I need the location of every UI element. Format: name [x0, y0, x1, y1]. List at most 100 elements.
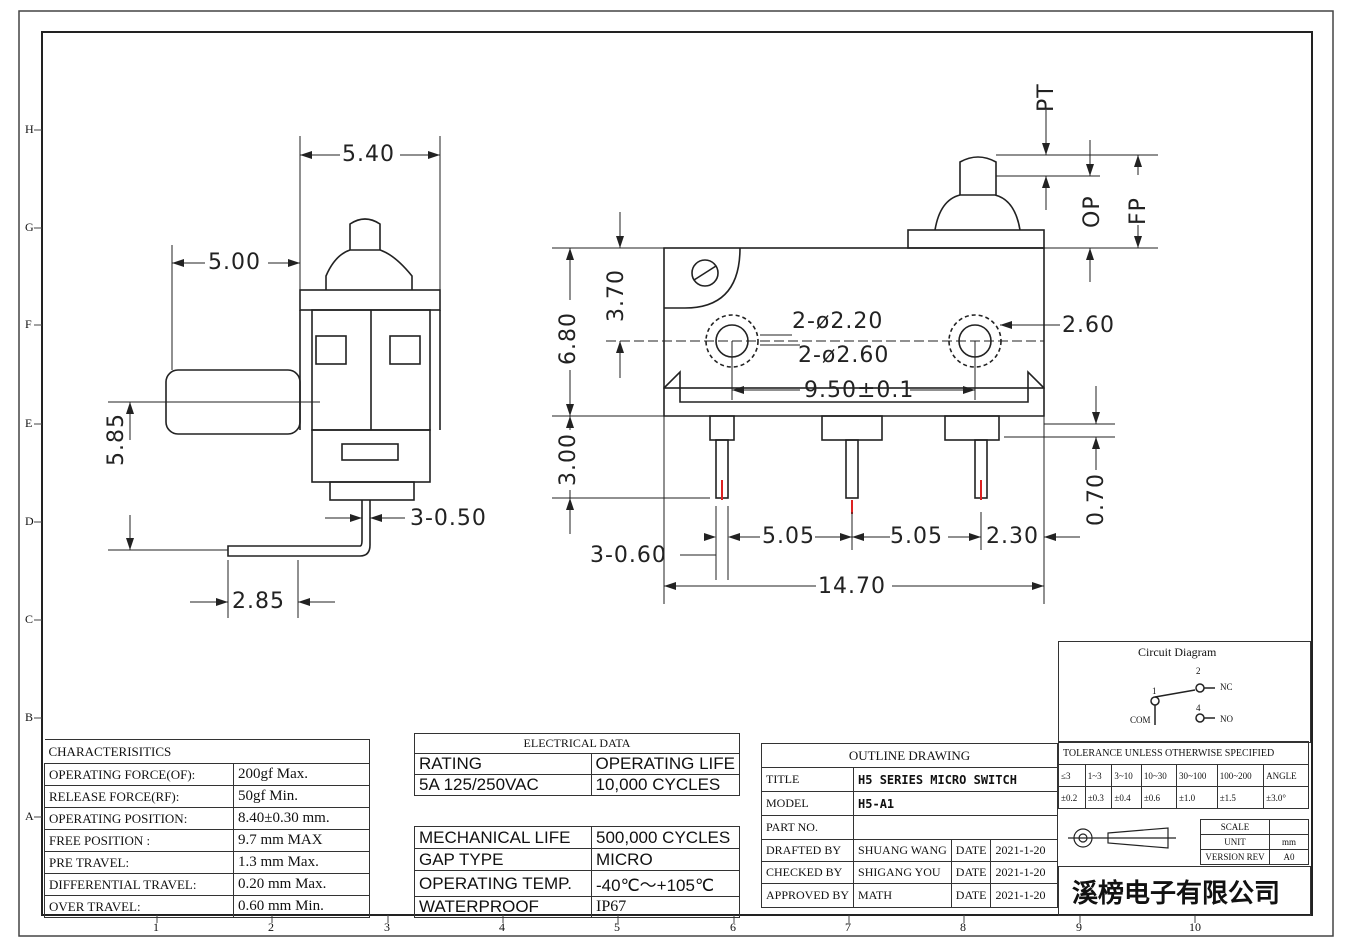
side-top-band	[299, 289, 441, 311]
char-label: OVER TRAVEL:	[44, 895, 234, 918]
life-value: 10,000 CYCLES	[590, 774, 740, 796]
date-label: DATE	[950, 883, 992, 908]
drafted-label: DRAFTED BY	[760, 839, 855, 862]
col-label-4: 4	[499, 920, 505, 934]
col-label-1: 1	[153, 920, 159, 934]
dim-2-60: 2.60	[1062, 313, 1115, 338]
tol-value: ±0.3	[1084, 786, 1113, 809]
tol-value: ±1.5	[1216, 786, 1265, 809]
side-lower-body	[311, 429, 431, 483]
title-value: H5 SERIES MICRO SWITCH	[853, 767, 1058, 792]
drafted-date: 2021-1-20	[990, 839, 1058, 862]
dim-3-70: 3.70	[604, 269, 629, 322]
projection-symbol-icon	[1068, 827, 1176, 849]
version-value: A0	[1269, 849, 1309, 865]
char-value: 50gf Min.	[233, 785, 370, 808]
elec-label: GAP TYPE	[414, 848, 592, 871]
unit-label: UNIT	[1200, 834, 1270, 850]
col-label-3: 3	[384, 920, 390, 934]
elec-value: IP67	[591, 896, 740, 918]
elec-label: MECHANICAL LIFE	[414, 826, 592, 849]
unit-value: mm	[1269, 834, 1309, 850]
dim-3-0-50: 3-0.50	[410, 506, 487, 531]
tol-value: ±0.6	[1140, 786, 1177, 809]
circuit-com-label: COM	[1130, 715, 1151, 725]
char-label: OPERATING POSITION:	[44, 807, 234, 830]
col-label-6: 6	[730, 920, 736, 934]
char-value: 1.3 mm Max.	[233, 851, 370, 874]
company-box	[1058, 866, 1311, 916]
dim-5-00: 5.00	[208, 250, 261, 275]
row-label-d: D	[25, 514, 34, 528]
char-value: 8.40±0.30 mm.	[233, 807, 370, 830]
rating-value: 5A 125/250VAC	[414, 774, 592, 796]
char-value: 0.60 mm Min.	[233, 895, 370, 918]
tol-range: 1~3	[1084, 764, 1113, 787]
tol-range: 10~30	[1140, 764, 1177, 787]
side-plunger-boot	[325, 249, 413, 290]
tolerance-title: TOLERANCE UNLESS OTHERWISE SPECIFIED	[1058, 741, 1309, 765]
drafted-value: SHUANG WANG	[853, 839, 952, 862]
rating-label: RATING	[414, 753, 592, 775]
circuit-title: Circuit Diagram	[1138, 645, 1217, 659]
tol-range: 100~200	[1216, 764, 1265, 787]
version-label: VERSION REV	[1200, 849, 1270, 865]
dim-2-30: 2.30	[986, 524, 1039, 549]
char-label: OPERATING FORCE(OF):	[44, 763, 234, 786]
side-dim-arrows	[126, 151, 440, 606]
life-label: OPERATING LIFE	[590, 753, 740, 775]
tolerance-table: TOLERANCE UNLESS OTHERWISE SPECIFIED ≤3 …	[1058, 741, 1309, 809]
char-value: 200gf Max.	[233, 763, 370, 786]
approved-label: APPROVED BY	[760, 883, 855, 908]
characteristics-table: CHARACTERISITICS OPERATING FORCE(OF):200…	[44, 739, 370, 918]
dim-14-70: 14.70	[818, 574, 886, 599]
front-dim-arrows	[566, 143, 1142, 590]
row-label-c: C	[25, 612, 34, 626]
col-label-7: 7	[845, 920, 851, 934]
char-value: 9.7 mm MAX	[233, 829, 370, 852]
col-label-5: 5	[614, 920, 620, 934]
char-label: DIFFERENTIAL TRAVEL:	[44, 873, 234, 896]
date-label: DATE	[950, 861, 992, 884]
side-slot	[341, 443, 399, 461]
row-label-f: F	[25, 317, 32, 331]
char-label: RELEASE FORCE(RF):	[44, 785, 234, 808]
char-label: FREE POSITION :	[44, 829, 234, 852]
row-label-e: E	[25, 416, 33, 430]
row-label-a: A	[25, 809, 34, 823]
side-view	[165, 218, 441, 557]
approved-value: MATH	[853, 883, 952, 908]
char-label: PRE TRAVEL:	[44, 851, 234, 874]
front-plunger	[959, 156, 997, 195]
dim-6-80: 6.80	[556, 312, 581, 365]
dim-5-05-a: 5.05	[762, 524, 815, 549]
front-screw	[691, 259, 719, 287]
side-base	[329, 481, 415, 501]
outline-heading: OUTLINE DRAWING	[761, 743, 1058, 768]
front-body	[663, 247, 1045, 389]
dim-9-50: 9.50±0.1	[804, 378, 915, 403]
part-label: PART NO.	[760, 815, 855, 840]
tol-range: 3~10	[1111, 764, 1142, 787]
dim-pt: PT	[1034, 83, 1059, 112]
side-plunger	[349, 218, 381, 250]
elec-value: 500,000 CYCLES	[591, 826, 740, 849]
dim-3-0-60: 3-0.60	[590, 543, 667, 568]
elec-label: WATERPROOF	[414, 896, 592, 918]
circuit-pin-2: 2	[1196, 666, 1201, 676]
col-label-8: 8	[960, 920, 966, 934]
dim-5-85: 5.85	[104, 413, 129, 466]
tol-range: 30~100	[1175, 764, 1218, 787]
circuit-nc-label: NC	[1220, 682, 1233, 692]
model-label: MODEL	[760, 791, 855, 816]
checked-date: 2021-1-20	[990, 861, 1058, 884]
dim-3-00: 3.00	[556, 433, 581, 486]
checked-value: SHIGANG YOU	[853, 861, 952, 884]
front-plunger-base	[907, 229, 1045, 249]
scale-label: SCALE	[1200, 819, 1270, 835]
company-name: 溪榜电子有限公司	[1072, 879, 1281, 909]
circuit-pin-1: 1	[1152, 686, 1157, 696]
